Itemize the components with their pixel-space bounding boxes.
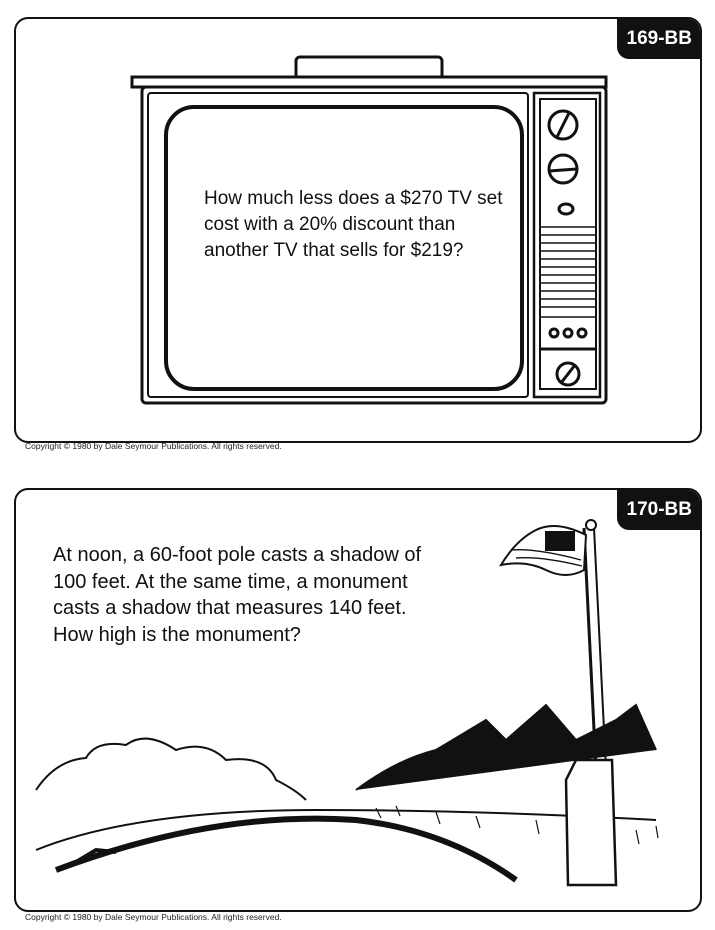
copyright-notice: Copyright © 1980 by Dale Seymour Publica… (25, 912, 282, 922)
question-text: How much less does a $270 TV set cost wi… (204, 188, 503, 261)
card-number-badge: 169-BB (616, 19, 700, 59)
question-text: At noon, a 60-foot pole casts a shadow o… (53, 544, 422, 646)
flagpole-landscape-illustration (35, 519, 659, 887)
copyright-notice: Copyright © 1980 by Dale Seymour Publica… (25, 441, 282, 451)
card-number-badge: 170-BB (616, 490, 700, 530)
problem-card-170: 170-BB At noon, a 60-foot pole casts a s… (14, 488, 702, 912)
television-illustration (130, 55, 608, 405)
problem-card-169: 169-BB How much less does a $270 TV set … (14, 17, 702, 443)
